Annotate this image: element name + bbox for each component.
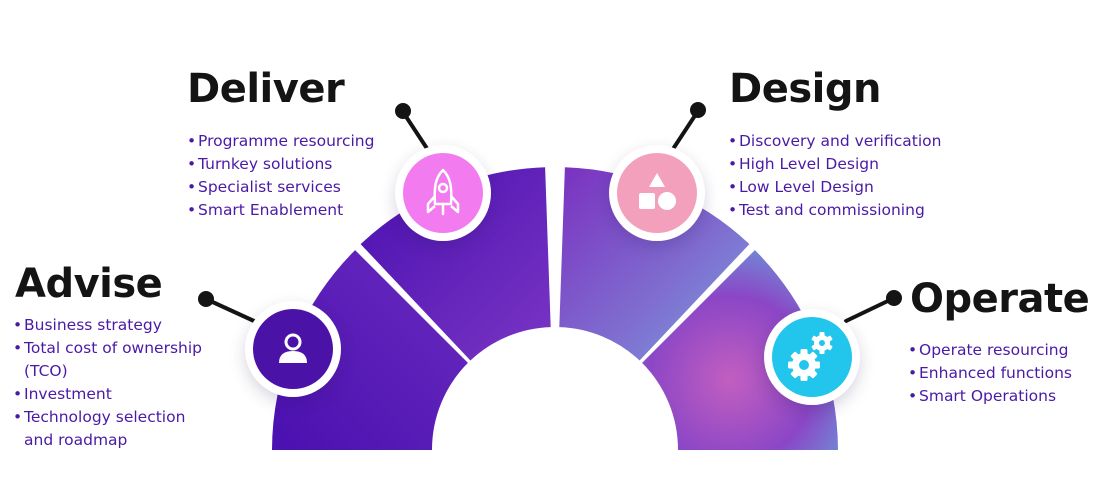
- deliver-connector: [401, 110, 430, 152]
- deliver-bullet-item: Specialist services: [187, 176, 374, 199]
- deliver-icon-disc: [403, 153, 483, 233]
- advise-bullet-item: Business strategy: [13, 314, 202, 337]
- advise-connector: [204, 297, 256, 323]
- design-connector: [671, 109, 700, 151]
- design-bullet-item: Discovery and verification: [728, 130, 941, 153]
- design-connector-dot: [690, 102, 706, 118]
- operate-bullet-list: Operate resourcing Enhanced functions Sm…: [908, 339, 1072, 408]
- operate-icon-disc: [772, 317, 852, 397]
- advise-bullet-item: Technology selection: [13, 406, 202, 429]
- shapes-icon: [639, 173, 676, 210]
- advise-icon-disc: [253, 309, 333, 389]
- operate-bullet-item: Enhanced functions: [908, 362, 1072, 385]
- operate-connector: [844, 296, 896, 323]
- connector-dots: [198, 102, 902, 307]
- advise-bullet-item-continuation: (TCO): [24, 362, 68, 380]
- design-bullet-item: Test and commissioning: [728, 199, 941, 222]
- deliver-connector-dot: [395, 103, 411, 119]
- advise-bullet-item: Investment: [13, 383, 202, 406]
- gears-icon: [788, 332, 833, 381]
- advise-icon-badge: [245, 301, 341, 397]
- operate-connector-dot: [886, 290, 902, 306]
- operate-segment: [642, 250, 838, 450]
- design-icon-disc: [617, 153, 697, 233]
- advise-title: Advise: [15, 261, 163, 307]
- deliver-icon-badge: [395, 145, 491, 241]
- operate-bullet-item: Smart Operations: [908, 385, 1072, 408]
- operate-icon-badge: [764, 309, 860, 405]
- operate-title: Operate: [910, 276, 1090, 322]
- design-title: Design: [729, 66, 881, 112]
- deliver-bullet-list: Programme resourcing Turnkey solutions S…: [187, 130, 374, 222]
- design-bullet-item: High Level Design: [728, 153, 941, 176]
- advise-bullet-item-continuation: and roadmap: [24, 431, 128, 449]
- design-icon-badge: [609, 145, 705, 241]
- advise-connector-dot: [198, 291, 214, 307]
- design-bullet-item: Low Level Design: [728, 176, 941, 199]
- advise-bullet-list: Business strategy Total cost of ownershi…: [13, 314, 202, 452]
- advise-bullet-item: Total cost of ownership: [13, 337, 202, 360]
- user-icon: [279, 333, 307, 363]
- deliver-title: Deliver: [187, 66, 345, 112]
- deliver-bullet-item: Turnkey solutions: [187, 153, 374, 176]
- design-bullet-list: Discovery and verification High Level De…: [728, 130, 941, 222]
- design-segment: [559, 167, 750, 361]
- advise-segment: [272, 250, 468, 450]
- deliver-bullet-item: Programme resourcing: [187, 130, 374, 153]
- rocket-icon: [426, 168, 460, 216]
- operate-bullet-item: Operate resourcing: [908, 339, 1072, 362]
- deliver-bullet-item: Smart Enablement: [187, 199, 374, 222]
- connector-lines: [204, 109, 896, 323]
